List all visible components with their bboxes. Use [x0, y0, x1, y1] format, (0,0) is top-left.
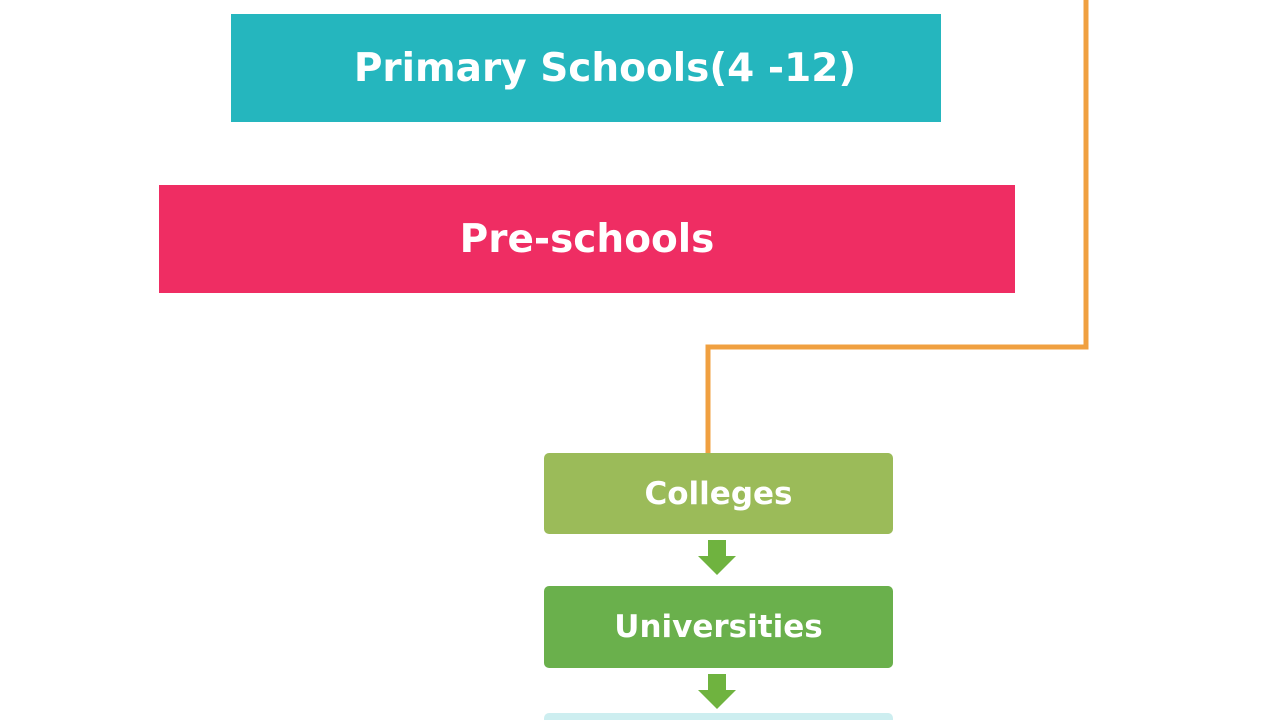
- primary-schools-box: Primary Schools(4 -12): [231, 14, 941, 122]
- connector-path: [705, 0, 1089, 455]
- universities-label: Universities: [614, 609, 823, 645]
- pre-schools-label: Pre-schools: [459, 216, 715, 262]
- colleges-label: Colleges: [644, 475, 793, 512]
- primary-schools-label: Primary Schools(4 -12): [353, 45, 857, 91]
- colleges-box: Colleges: [544, 453, 893, 534]
- down-arrow-icon: [698, 674, 736, 709]
- next-level-box: [544, 713, 893, 720]
- pre-schools-box: Pre-schools: [159, 185, 1015, 293]
- universities-box: Universities: [544, 586, 893, 668]
- down-arrow-icon: [698, 540, 736, 575]
